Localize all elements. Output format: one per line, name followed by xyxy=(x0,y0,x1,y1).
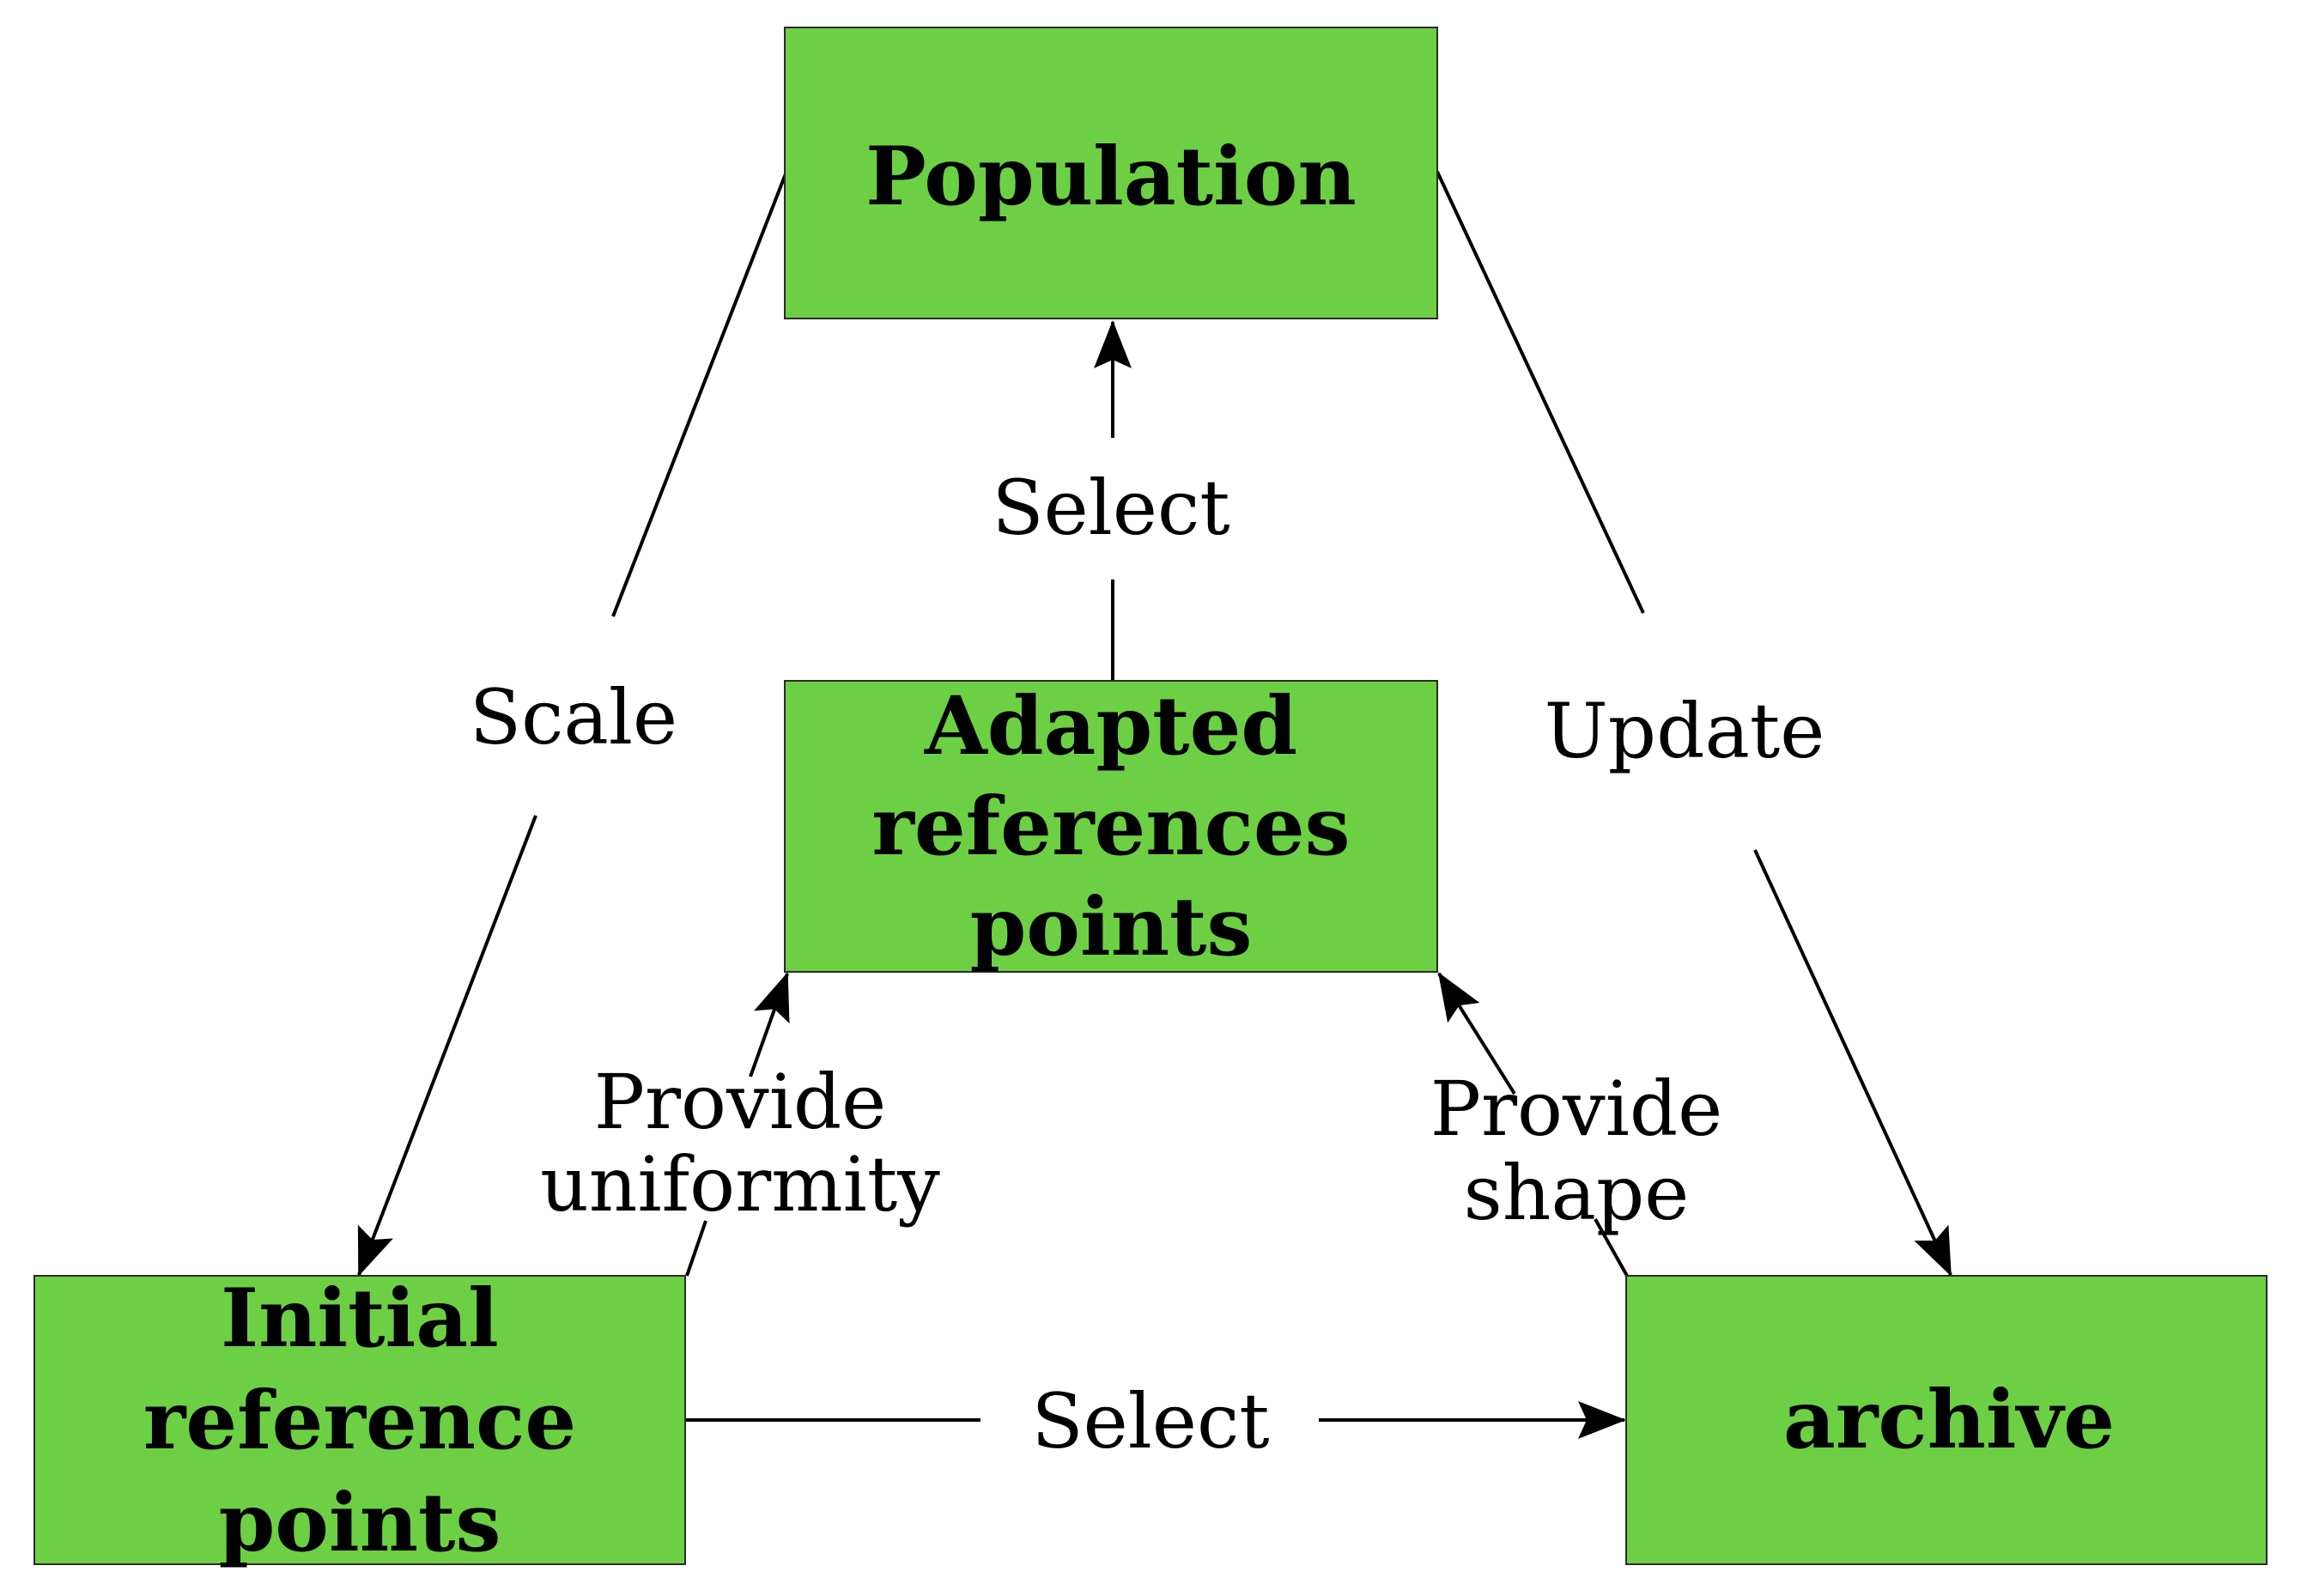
node-archive: archive xyxy=(1625,1275,2268,1565)
edge-provide-shape-lower-segment xyxy=(1594,1218,1629,1277)
edge-label-provide-uniformity-line-1: Provide xyxy=(594,1058,887,1146)
node-adapted-reference-points: Adapted references points xyxy=(784,679,1438,974)
node-initial-label-line-3: points xyxy=(219,1476,501,1570)
edge-label-provide-shape-line-2: shape xyxy=(1464,1149,1690,1237)
node-adapted-label-line-2: references xyxy=(871,780,1350,874)
nodes: Population Adapted references points Ini… xyxy=(33,27,2268,1570)
edge-scale-lower-segment xyxy=(357,815,537,1277)
edge-label-select-top: Select xyxy=(992,464,1229,552)
edge-provide-uniformity-upper-segment xyxy=(749,972,790,1077)
node-adapted-label-line-3: points xyxy=(970,880,1253,974)
edge-label-scale: Scale xyxy=(470,673,677,762)
edge-update-upper-segment xyxy=(1436,171,1645,614)
edge-labels: Select Scale Update Provide uniformity P… xyxy=(470,464,1825,1466)
node-initial-reference-points: Initial reference points xyxy=(33,1271,686,1570)
node-adapted-box xyxy=(784,680,1438,973)
node-population: Population xyxy=(784,27,1438,319)
node-archive-box xyxy=(1625,1275,2268,1565)
node-initial-label-line-2: reference xyxy=(143,1374,576,1468)
edge-scale-upper-segment xyxy=(611,171,788,617)
edge-label-update: Update xyxy=(1545,687,1825,775)
node-initial-label-line-1: Initial xyxy=(221,1271,499,1366)
edge-provide-uniformity-lower-segment xyxy=(685,1220,707,1277)
node-archive-label: archive xyxy=(1783,1373,2115,1467)
node-population-box xyxy=(784,27,1438,319)
edge-provide-shape-upper-segment xyxy=(1437,972,1516,1095)
node-adapted-label-line-1: Adapted xyxy=(924,679,1297,774)
node-initial-box xyxy=(33,1275,686,1565)
edge-label-provide-shape-line-1: Provide xyxy=(1430,1065,1723,1153)
node-population-label: Population xyxy=(865,130,1357,224)
edge-label-select-bottom: Select xyxy=(1031,1377,1269,1466)
edges xyxy=(357,171,1952,1439)
edge-update-lower-segment xyxy=(1753,849,1952,1277)
edge-label-provide-uniformity-line-2: uniformity xyxy=(540,1140,940,1229)
